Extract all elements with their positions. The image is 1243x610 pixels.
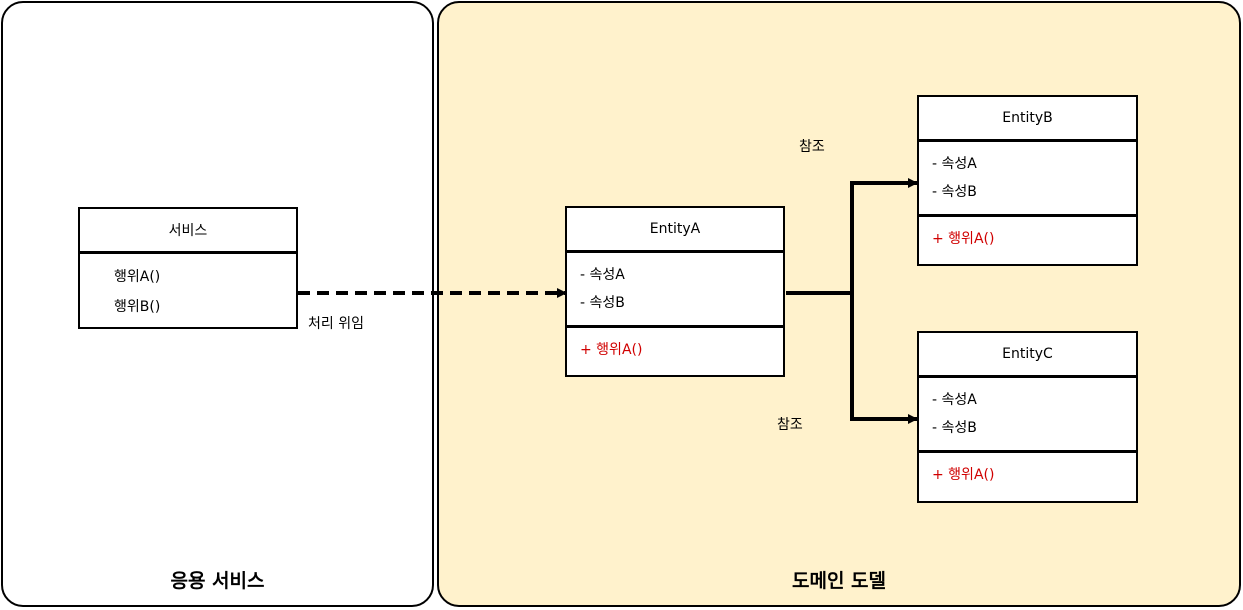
delegate-label: 처리 위임 xyxy=(308,316,364,332)
entity-a-attribute-a: - 속성A xyxy=(580,267,625,283)
entity-a-box[interactable]: EntityA - 속성A - 속성B + 행위A() xyxy=(565,206,785,377)
entity-b-title: EntityB xyxy=(919,97,1136,142)
entity-c-title: EntityC xyxy=(919,333,1136,378)
entity-c-method: + 행위A() xyxy=(932,467,995,483)
entity-a-attribute-b: - 속성B xyxy=(580,295,625,311)
entity-b-attribute-a: - 속성A xyxy=(932,156,977,172)
domain-model-title: 도메인 도델 xyxy=(791,570,886,592)
entity-b-attribute-b: - 속성B xyxy=(932,184,977,200)
entity-a-title: EntityA xyxy=(567,208,783,253)
entity-c-attribute-b: - 속성B xyxy=(932,420,977,436)
service-title: 서비스 xyxy=(80,209,296,254)
entity-b-box[interactable]: EntityB - 속성A - 속성B + 행위A() xyxy=(917,95,1138,266)
application-service-title: 응용 서비스 xyxy=(170,570,265,592)
service-method-a: 행위A() xyxy=(114,269,161,285)
reference-top-label: 참조 xyxy=(799,139,825,155)
service-method-b: 행위B() xyxy=(114,299,161,315)
entity-b-method: + 행위A() xyxy=(932,231,995,247)
entity-c-box[interactable]: EntityC - 속성A - 속성B + 행위A() xyxy=(917,331,1138,503)
service-box[interactable]: 서비스 행위A() 행위B() xyxy=(78,207,298,329)
domain-model-region: 도메인 도델 xyxy=(437,1,1241,607)
entity-c-attribute-a: - 속성A xyxy=(932,392,977,408)
reference-bottom-label: 참조 xyxy=(777,417,803,433)
entity-a-method: + 행위A() xyxy=(580,342,643,358)
